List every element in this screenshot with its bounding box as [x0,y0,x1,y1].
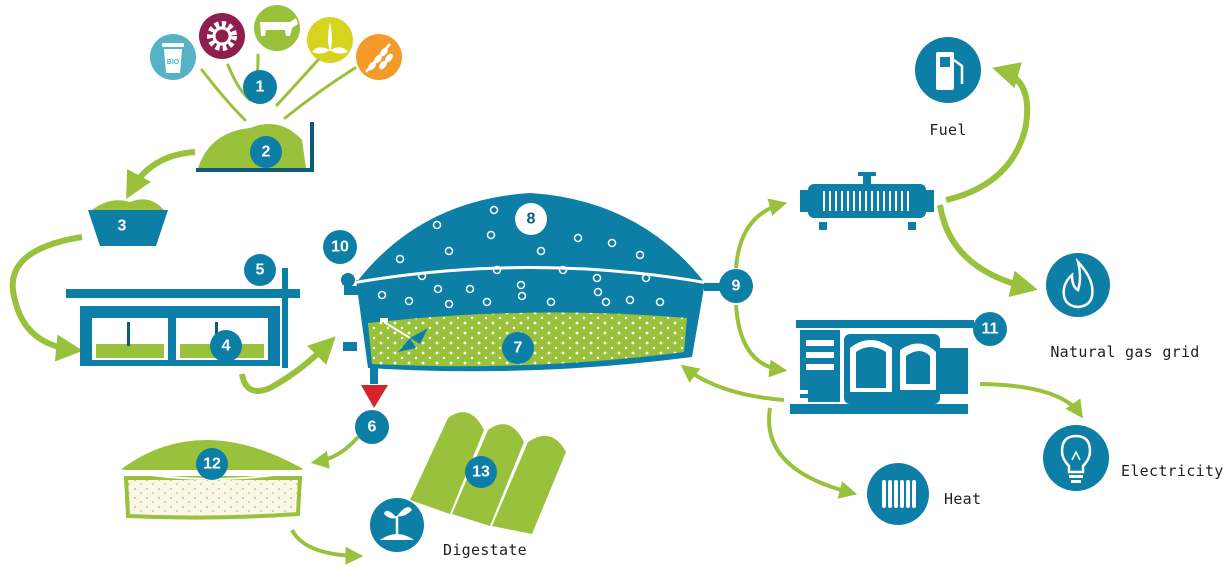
light-bulb-icon [1043,425,1109,491]
seedling-icon [370,498,424,552]
step-11-badge: 11 [973,312,1007,346]
agitator-icon [380,318,428,352]
flow-arrow-chp-digester [680,364,785,402]
step-9-badge: 9 [719,269,753,303]
fuel-pump-icon [915,37,981,103]
flow-arrow-9-chp [734,304,788,378]
flow-arrow-9-upgrading [734,198,788,269]
step-13-badge: 13 [472,464,490,481]
digestate-label: Digestate [443,541,527,559]
gas-bubbles [377,205,665,309]
natural-gas-grid-label: Natural gas grid [1050,343,1199,361]
step-2-badge: 2 [262,144,271,161]
heat-label: Heat [944,490,981,508]
radiator-icon [867,463,929,525]
svg-text:8: 8 [527,211,536,228]
step-3-badge: 3 [118,218,127,235]
step-12-badge: 12 [203,456,221,473]
flow-arrow-upgrading-grid [937,204,1038,298]
svg-text:10: 10 [331,239,349,256]
chp-generator [790,320,974,414]
feedstock-storage: 2 [196,122,314,172]
step-4-badge: 4 [222,338,231,355]
electricity-label: Electricity [1121,462,1224,480]
gear-icon [199,13,245,59]
step-6-badge: 6 [355,410,389,444]
fuel-label: Fuel [929,121,966,139]
svg-text:9: 9 [732,278,741,295]
step-8-badge: 8 [515,203,547,235]
svg-text:7: 7 [514,340,523,357]
outlet-arrow [361,385,388,408]
greenhouse-tunnels: 13 [410,412,566,534]
plant-leaves-icon [307,17,353,63]
flow-arrow-upgrading-fuel [945,62,1031,203]
flow-arrow-chp-heat [767,407,858,499]
step-7-badge: 7 [502,332,534,364]
flow-arrow-2-3 [126,149,196,200]
pretreatment-building: 4 5 [66,254,300,368]
flow-arrow-4-7 [239,336,336,394]
step-1-badge: 1 [243,70,277,104]
flow-arrow-12-digestate [290,528,364,565]
gas-upgrading-unit [800,172,934,230]
svg-text:1: 1 [256,79,265,96]
svg-text:11: 11 [982,321,999,338]
flow-arrow-6-12 [310,435,360,469]
flow-arrow-chp-electricity [979,382,1084,419]
feedstock-flow-lines [200,53,357,122]
flow-arrow-3-4 [9,234,84,362]
svg-text:6: 6 [368,419,377,436]
flame-icon [1046,253,1110,317]
mixing-trough: 3 [88,199,168,246]
step-10-badge: 10 [323,230,357,264]
feedstock-icons: BIO [150,5,402,80]
digester-tank [341,193,724,384]
bio-label: BIO [167,59,180,66]
digestate-storage: 12 [119,440,306,520]
wheat-icon [356,34,402,80]
bio-bin-icon: BIO [150,34,196,80]
step-5-badge: 5 [256,262,265,279]
cow-icon [254,5,300,51]
